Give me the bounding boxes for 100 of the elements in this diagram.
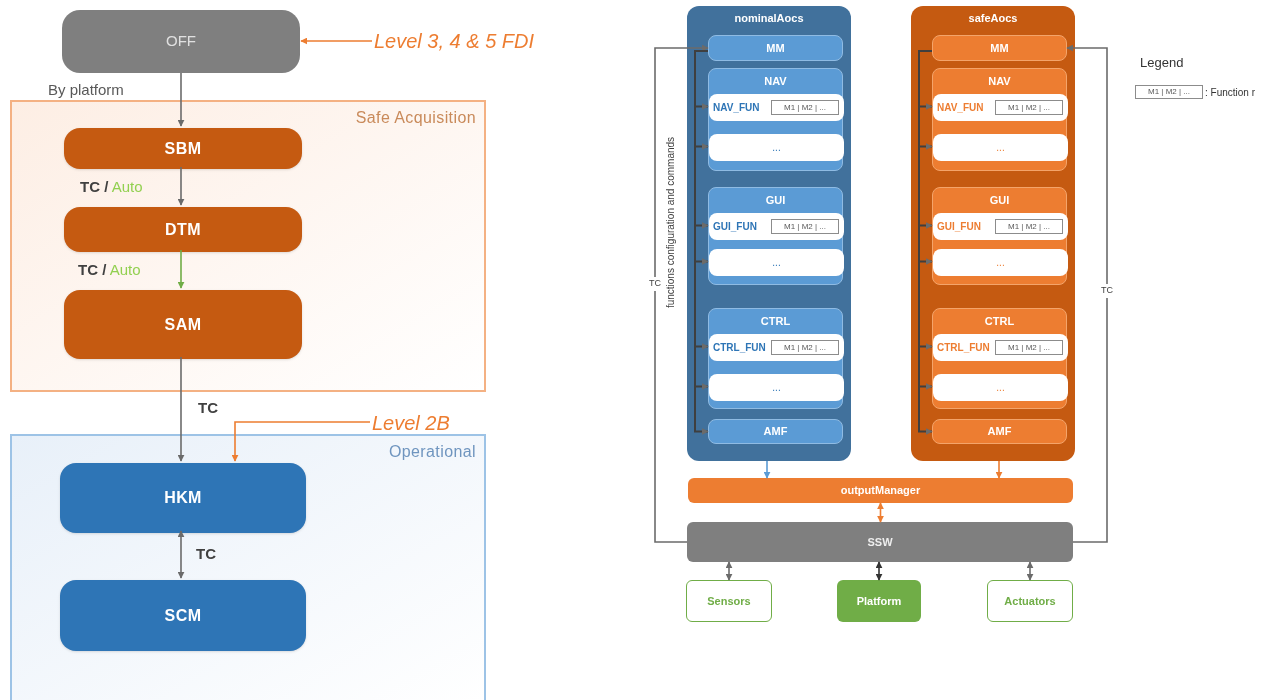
arrow: [177, 166, 185, 206]
container-heading: safeAocs: [967, 11, 1019, 26]
arrow: [654, 44, 709, 543]
state-label: SCM: [164, 605, 202, 626]
module-label: CTRL: [983, 314, 1016, 329]
state-box: [62, 10, 300, 73]
function-label: CTRL_FUN: [937, 341, 990, 355]
arrow: [177, 530, 185, 579]
band-heading: Safe Acquisition: [355, 108, 476, 128]
state-label: DTM: [165, 219, 201, 240]
function-row: [709, 249, 844, 276]
box-caption: Sensors: [707, 593, 751, 609]
module-group: [708, 308, 843, 409]
state-box: [64, 128, 302, 169]
annotation-text: Level 3, 4 & 5 FDI: [374, 26, 586, 56]
state-box: [64, 207, 302, 252]
external-box: [686, 580, 772, 622]
function-label: CTRL_FUN: [713, 341, 766, 355]
module-label: NAV: [763, 74, 788, 89]
module-label: MM: [766, 40, 785, 56]
module-box: [932, 35, 1067, 61]
manager-bar: [688, 478, 1073, 503]
function-row: [933, 334, 1068, 361]
module-box: [708, 419, 843, 444]
arrow: [1066, 44, 1108, 543]
arrow: [725, 561, 733, 581]
mode-list: M1 | M2 | ...: [1008, 220, 1050, 233]
edge-label: TC / Auto: [78, 260, 141, 280]
arrow: [763, 460, 771, 479]
function-label: GUI_FUN: [713, 220, 757, 234]
external-box: [837, 580, 921, 622]
module-group: [932, 308, 1067, 409]
mode-list-box: [995, 219, 1063, 234]
mode-list: M1 | M2 | ...: [784, 101, 826, 114]
function-row: [933, 374, 1068, 401]
module-label: GUI: [988, 193, 1011, 208]
state-box: [60, 580, 306, 651]
module-group: [932, 68, 1067, 171]
mode-list-box: [771, 219, 839, 234]
arrow: [1026, 561, 1034, 581]
mode-list-box: [771, 340, 839, 355]
state-label: SAM: [164, 314, 202, 335]
legend-title: Legend: [1140, 54, 1184, 72]
mode-list-box: [995, 340, 1063, 355]
ellipsis-text: ...: [996, 381, 1005, 395]
group-band: [10, 100, 486, 392]
external-box: [987, 580, 1073, 622]
ellipsis-text: ...: [772, 381, 781, 395]
function-row: [709, 213, 844, 240]
box-caption: Platform: [856, 593, 902, 609]
function-row: [933, 249, 1068, 276]
arrow: [995, 460, 1003, 479]
edge-label: TC: [1100, 284, 1114, 298]
module-box: [932, 419, 1067, 444]
legend-text: : Function r: [1205, 86, 1256, 100]
bar-label: outputManager: [840, 483, 921, 499]
arrow: [177, 72, 185, 127]
container-heading: nominalAocs: [733, 11, 805, 26]
state-label: SBM: [164, 138, 202, 159]
ellipsis-text: ...: [996, 141, 1005, 155]
edge-label: TC: [648, 277, 662, 291]
state-label: OFF: [166, 31, 196, 52]
component-container: [687, 6, 851, 461]
mode-list: M1 | M2 | ...: [784, 341, 826, 354]
function-row: [933, 134, 1068, 161]
arrow: [177, 356, 185, 462]
edge-label: TC / Auto: [80, 177, 143, 197]
module-group: [708, 68, 843, 171]
function-row: [933, 94, 1068, 121]
module-group: [708, 187, 843, 285]
module-label: AMF: [987, 424, 1012, 440]
legend-sample: M1 | M2 | ...: [1135, 85, 1203, 99]
mode-list-box: [995, 100, 1063, 115]
module-label: AMF: [763, 424, 788, 440]
function-row: [709, 374, 844, 401]
module-label: CTRL: [759, 314, 792, 329]
module-group: [932, 187, 1067, 285]
module-label: NAV: [987, 74, 1012, 89]
arrow: [300, 37, 373, 45]
arrow: [875, 561, 883, 581]
module-label: GUI: [764, 193, 787, 208]
mode-list: M1 | M2 | ...: [784, 220, 826, 233]
edge-label: TC: [198, 398, 218, 418]
function-row: [709, 134, 844, 161]
function-row: [709, 94, 844, 121]
function-row: [933, 213, 1068, 240]
state-box: [64, 290, 302, 359]
ellipsis-text: ...: [772, 141, 781, 155]
state-box: [60, 463, 306, 533]
ellipsis-text: ...: [996, 256, 1005, 270]
box-caption: Actuators: [1004, 593, 1056, 609]
component-container: [911, 6, 1075, 461]
function-label: GUI_FUN: [937, 220, 981, 234]
function-label: NAV_FUN: [937, 101, 984, 115]
trunk-label: functions configuration and commands: [663, 135, 677, 311]
ellipsis-text: ...: [772, 256, 781, 270]
edge-label: By platform: [48, 80, 124, 100]
module-box: [708, 35, 843, 61]
state-label: HKM: [164, 488, 202, 508]
band-heading: Operational: [388, 442, 476, 462]
